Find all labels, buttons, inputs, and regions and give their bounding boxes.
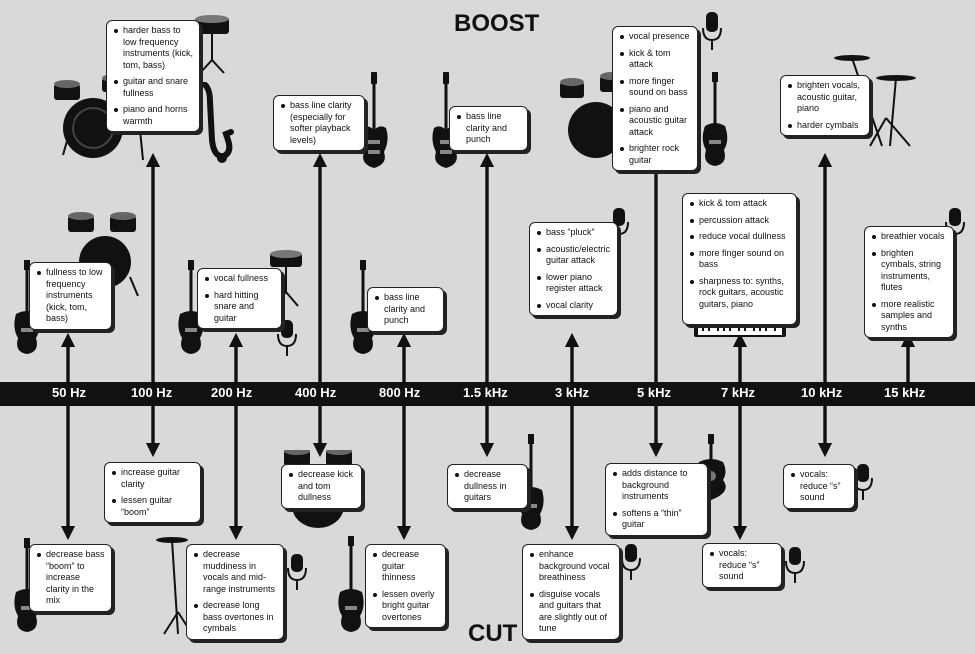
note-item: harder bass to low frequency instruments… — [114, 25, 194, 71]
freq-label-100hz: 100 Hz — [131, 385, 173, 400]
note-item: hard hitting snare and guitar — [205, 290, 276, 325]
boost-note-800hz: bass line clarity and punch — [367, 287, 444, 332]
note-item: harder cymbals — [788, 120, 864, 132]
note-item: brighten vocals, acoustic guitar, piano — [788, 80, 864, 115]
cut-note-5khz: adds distance to background instruments … — [605, 463, 708, 536]
note-item: reduce vocal dullness — [690, 231, 791, 243]
note-item: more finger sound on bass — [690, 248, 791, 271]
note-item: decrease dullness in guitars — [455, 469, 522, 504]
note-item: disguise vocals and guitars that are sli… — [530, 589, 614, 635]
cut-heading: CUT — [468, 620, 518, 647]
note-item: decrease guitar thinness — [373, 549, 440, 584]
freq-label-15khz: 15 kHz — [884, 385, 926, 400]
freq-label-800hz: 800 Hz — [379, 385, 421, 400]
freq-label-3khz: 3 kHz — [555, 385, 589, 400]
cut-note-100hz: increase guitar clarity lessen guitar “b… — [104, 462, 201, 523]
note-item: bass line clarity and punch — [375, 292, 438, 327]
cut-note-7khz: vocals: reduce “s” sound — [702, 543, 782, 588]
microphone-icon — [702, 12, 722, 50]
bass-guitar-icon — [360, 72, 388, 168]
microphone-icon — [277, 320, 297, 356]
boost-note-15khz: breathier vocals brighten cymbals, strin… — [864, 226, 954, 338]
note-item: decrease muddiness in vocals and mid-ran… — [194, 549, 278, 595]
boost-note-100hz: harder bass to low frequency instruments… — [106, 20, 200, 132]
note-item: percussion attack — [690, 215, 791, 227]
note-item: brighten cymbals, string instruments, fl… — [872, 248, 948, 294]
boost-note-50hz: fullness to low frequency instruments (k… — [29, 262, 112, 330]
freq-label-7khz: 7 kHz — [721, 385, 755, 400]
note-item: vocal clarity — [537, 300, 612, 312]
boost-heading: BOOST — [454, 10, 540, 37]
cut-note-10khz: vocals: reduce “s” sound — [783, 464, 855, 509]
freq-label-1-5khz: 1.5 kHz — [463, 385, 508, 400]
electric-guitar-icon — [702, 72, 728, 166]
note-item: piano and horns warmth — [114, 104, 194, 127]
note-item: lower piano register attack — [537, 272, 612, 295]
note-item: sharpness to: synths, rock guitars, acou… — [690, 276, 791, 311]
boost-note-3khz: bass “pluck” acoustic/electric guitar at… — [529, 222, 618, 316]
microphone-icon — [785, 547, 805, 583]
freq-label-400hz: 400 Hz — [295, 385, 337, 400]
note-item: kick & tom attack — [620, 48, 692, 71]
note-item: decrease long bass overtones in cymbals — [194, 600, 278, 635]
note-item: more realistic samples and synths — [872, 299, 948, 334]
note-item: softens a “thin” guitar — [613, 508, 702, 531]
saxophone-icon — [201, 82, 234, 163]
note-item: vocals: reduce “s” sound — [710, 548, 776, 583]
note-item: vocal fullness — [205, 273, 276, 285]
freq-label-5khz: 5 kHz — [637, 385, 671, 400]
note-item: kick & tom attack — [690, 198, 791, 210]
note-item: bass line clarity and punch — [457, 111, 522, 146]
note-item: brighter rock guitar — [620, 143, 692, 166]
cut-note-50hz: decrease bass “boom” to increase clarity… — [29, 544, 112, 612]
note-item: breathier vocals — [872, 231, 948, 243]
microphone-icon — [621, 544, 641, 580]
microphone-icon — [853, 464, 873, 500]
boost-note-400hz: bass line clarity (especially for softer… — [273, 95, 365, 151]
microphone-icon — [287, 554, 307, 590]
cut-note-1-5khz: decrease dullness in guitars — [447, 464, 528, 509]
freq-label-200hz: 200 Hz — [211, 385, 253, 400]
note-item: bass line clarity (especially for softer… — [281, 100, 359, 146]
note-item: vocals: reduce “s” sound — [791, 469, 849, 504]
freq-label-10khz: 10 kHz — [801, 385, 843, 400]
frequency-band — [0, 382, 975, 406]
boost-note-5khz: vocal presence kick & tom attack more fi… — [612, 26, 698, 171]
note-item: adds distance to background instruments — [613, 468, 702, 503]
snare-drum-icon — [195, 15, 229, 74]
note-item: increase guitar clarity — [112, 467, 195, 490]
boost-note-7khz: kick & tom attack percussion attack redu… — [682, 193, 797, 325]
note-item: decrease kick and tom dullness — [289, 469, 356, 504]
note-item: more finger sound on bass — [620, 76, 692, 99]
note-item: vocal presence — [620, 31, 692, 43]
note-item: lessen overly bright guitar overtones — [373, 589, 440, 624]
boost-note-10khz: brighten vocals, acoustic guitar, piano … — [780, 75, 870, 136]
note-item: lessen guitar “boom” — [112, 495, 195, 518]
cut-note-200hz: decrease muddiness in vocals and mid-ran… — [186, 544, 284, 640]
cut-note-400hz: decrease kick and tom dullness — [281, 464, 362, 509]
note-item: piano and acoustic guitar attack — [620, 104, 692, 139]
boost-note-1-5khz: bass line clarity and punch — [449, 106, 528, 151]
note-item: bass “pluck” — [537, 227, 612, 239]
note-item: decrease bass “boom” to increase clarity… — [37, 549, 106, 607]
boost-note-200hz: vocal fullness hard hitting snare and gu… — [197, 268, 282, 329]
freq-label-50hz: 50 Hz — [52, 385, 86, 400]
electric-guitar-icon — [338, 536, 364, 632]
note-item: guitar and snare fullness — [114, 76, 194, 99]
cut-note-800hz: decrease guitar thinness lessen overly b… — [365, 544, 446, 628]
note-item: fullness to low frequency instruments (k… — [37, 267, 106, 325]
note-item: enhance background vocal breathiness — [530, 549, 614, 584]
cut-note-3khz: enhance background vocal breathiness dis… — [522, 544, 620, 640]
note-item: acoustic/electric guitar attack — [537, 244, 612, 267]
